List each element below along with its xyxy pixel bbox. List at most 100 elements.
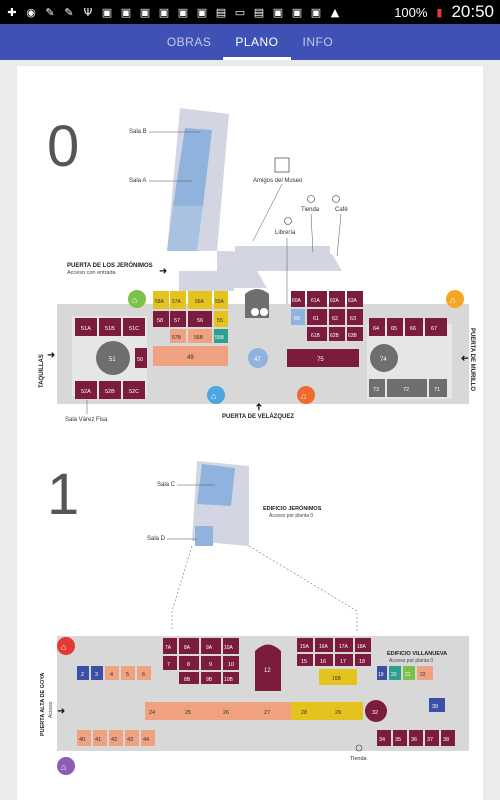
arrow-taquillas-icon: ➜ <box>47 350 55 361</box>
room-51c-label: 51C <box>129 326 139 332</box>
room-52b <box>99 381 121 399</box>
arrow-goya-icon: ➜ <box>57 706 65 717</box>
room-55a <box>214 291 228 309</box>
photo-icon-3: ▣ <box>139 5 151 19</box>
room-36-label: 36 <box>411 737 417 743</box>
cloakroom-green-icon[interactable] <box>128 290 146 308</box>
wrench-icon: ✎ <box>45 5 55 19</box>
room-42-label: 42 <box>111 737 117 743</box>
cloakroom-red-icon[interactable] <box>57 637 75 655</box>
room-44 <box>141 730 155 746</box>
room-29-label: 29 <box>335 710 341 716</box>
room-17a-label: 17A <box>339 644 349 650</box>
room-55b <box>214 329 228 343</box>
room-8-label: 8 <box>187 662 190 668</box>
tab-bar: OBRAS PLANO INFO <box>0 24 500 60</box>
edificio-villanueva-label: EDIFICIO VILLANUEVA <box>387 651 447 657</box>
room-8a <box>179 638 199 654</box>
room-66 <box>405 318 423 336</box>
tab-info[interactable]: INFO <box>302 35 334 49</box>
room-56-label: 56 <box>197 318 203 324</box>
room-65 <box>387 318 403 336</box>
room-39-label: 39 <box>432 704 438 710</box>
room-47 <box>248 348 268 368</box>
room-20 <box>389 666 401 680</box>
room-20-label: 20 <box>391 672 397 678</box>
svg-text:⌂: ⌂ <box>450 295 455 305</box>
shop-icon-first <box>355 744 363 752</box>
room-40 <box>77 730 91 746</box>
cloakroom-red-orange-icon[interactable] <box>297 386 315 404</box>
room-39 <box>429 698 445 712</box>
usb-icon: Ψ <box>83 5 93 19</box>
room-34-label: 34 <box>379 737 385 743</box>
room-58-label: 58 <box>157 318 163 324</box>
room-75 <box>287 349 359 367</box>
room-16b-label: 16B <box>332 676 342 682</box>
room-38 <box>441 730 455 746</box>
room-51-label: 51 <box>109 357 116 363</box>
arrow-jeronimos-icon: ➜ <box>159 266 167 277</box>
photo-icon-6: ▣ <box>196 5 208 19</box>
room-55 <box>214 311 228 327</box>
cloakroom-purple-icon[interactable] <box>57 757 75 775</box>
room-42 <box>109 730 123 746</box>
room-62-label: 62 <box>332 316 338 322</box>
tienda-label: Tienda <box>301 207 320 213</box>
room-38-label: 38 <box>443 737 449 743</box>
room-9a-label: 9A <box>206 645 213 651</box>
clock: 20:50 <box>451 2 494 21</box>
puerta-goya-label: PUERTA ALTA DE GOYA <box>40 673 46 736</box>
floor-number-1: 1 <box>47 462 79 527</box>
battery-level: 100% <box>394 4 428 20</box>
room-58a-label: 58A <box>155 299 165 305</box>
libreria-label: Librería <box>275 230 296 236</box>
room-63-label: 63 <box>350 316 356 322</box>
notification-icons: ✚ ◉ ✎ ✎ Ψ ▣ ▣ ▣ ▣ ▣ ▣ ▤ ▭ ▤ ▣ ▣ ▣ ▲ <box>0 5 343 19</box>
room-36 <box>409 730 423 746</box>
sala-varez-label: Sala Várez Fisa <box>65 417 108 423</box>
room-8b-label: 8B <box>184 677 191 683</box>
gallery-24-27 <box>145 702 291 720</box>
room-74-label: 74 <box>380 357 387 363</box>
cloakroom-blue-icon[interactable] <box>207 386 225 404</box>
arrow-murillo-icon: ➜ <box>461 352 469 363</box>
room-5-label: 5 <box>126 672 129 678</box>
svg-text:⌂: ⌂ <box>61 642 66 652</box>
room-27-label: 27 <box>264 710 270 716</box>
taquillas-label: TAQUILLAS <box>39 354 45 388</box>
room-15a <box>297 638 313 652</box>
puerta-murillo-label: PUERTA DE MURILLO <box>469 328 475 391</box>
room-67-label: 67 <box>431 326 437 332</box>
room-16a <box>315 638 333 652</box>
room-10 <box>223 656 239 670</box>
room-63a-label: 63A <box>348 298 358 304</box>
info-icon-2 <box>260 308 268 316</box>
room-47-label: 47 <box>254 357 261 363</box>
sala-a-room <box>167 206 203 251</box>
room-9b-label: 9B <box>206 677 213 683</box>
room-57b <box>170 329 186 343</box>
room-12 <box>255 644 281 691</box>
room-72-label: 72 <box>403 387 409 393</box>
cafe-label: Café <box>335 207 348 213</box>
room-73-label: 73 <box>373 387 379 393</box>
room-43-label: 43 <box>127 737 133 743</box>
cafe-icon <box>332 195 340 203</box>
room-49-label: 49 <box>187 355 194 361</box>
tab-obras[interactable]: OBRAS <box>166 35 212 49</box>
room-57a-label: 57A <box>172 299 182 305</box>
corridor-link <box>235 246 330 271</box>
room-6 <box>137 666 151 680</box>
room-63b-label: 63B <box>348 333 358 339</box>
svg-text:⌂: ⌂ <box>211 391 216 401</box>
tab-plano[interactable]: PLANO <box>223 24 291 60</box>
room-57 <box>170 311 186 327</box>
room-22 <box>417 666 433 680</box>
status-bar: ✚ ◉ ✎ ✎ Ψ ▣ ▣ ▣ ▣ ▣ ▣ ▤ ▭ ▤ ▣ ▣ ▣ ▲ 100%… <box>0 0 500 24</box>
room-18a <box>355 638 371 652</box>
photo-icon-2: ▣ <box>120 5 132 19</box>
room-43 <box>125 730 139 746</box>
museum-map[interactable]: 0 Sala B Sala A Amigos del Museo Tienda … <box>17 66 483 800</box>
cloakroom-orange-icon[interactable] <box>446 290 464 308</box>
